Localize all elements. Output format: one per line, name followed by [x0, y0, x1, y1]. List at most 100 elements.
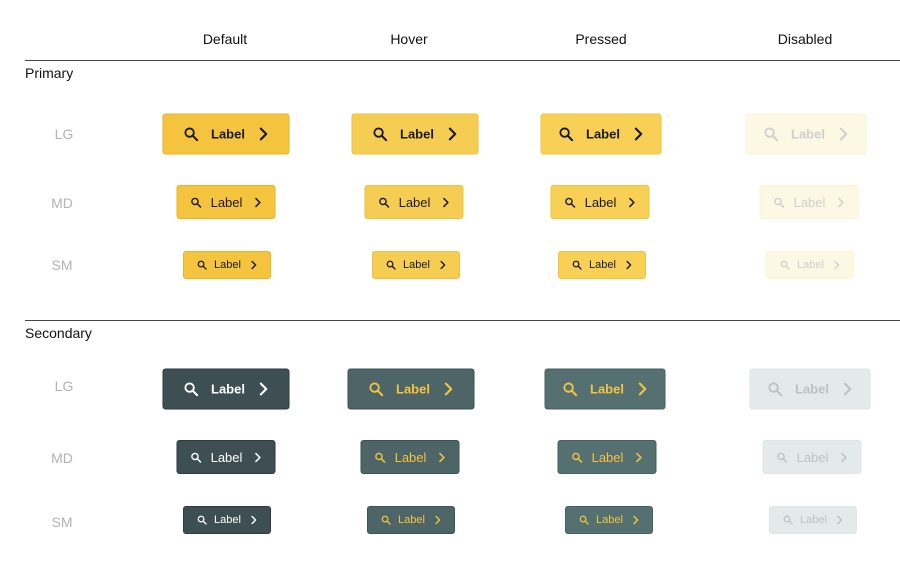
search-icon — [191, 452, 202, 463]
button-label: Label — [210, 194, 243, 210]
secondary-lg-disabled-button: Label — [749, 368, 871, 410]
button-label: Label — [210, 449, 243, 465]
chevron-right-icon — [443, 382, 454, 397]
primary-md-hover-button[interactable]: Label — [364, 185, 464, 219]
primary-lg-default-button[interactable]: Label — [162, 113, 290, 155]
chevron-right-icon — [434, 515, 441, 525]
secondary-md-hover-button[interactable]: Label — [360, 440, 460, 474]
column-header-disabled: Disabled — [777, 31, 833, 47]
chevron-right-icon — [839, 452, 847, 463]
button-label: Label — [800, 514, 827, 526]
button-label: Label — [797, 259, 824, 271]
primary-sm-default-button[interactable]: Label — [183, 251, 271, 279]
chevron-right-icon — [637, 382, 648, 397]
column-header-hover: Hover — [390, 31, 428, 47]
chevron-right-icon — [836, 515, 843, 525]
button-label: Label — [396, 381, 430, 397]
chevron-right-icon — [439, 260, 446, 270]
secondary-sm-default-button[interactable]: Label — [183, 506, 271, 534]
chevron-right-icon — [250, 515, 257, 525]
search-icon — [572, 260, 582, 270]
search-icon — [183, 127, 198, 142]
chevron-right-icon — [625, 260, 632, 270]
header-divider — [25, 60, 900, 61]
chevron-right-icon — [250, 260, 257, 270]
secondary-sm-hover-button[interactable]: Label — [367, 506, 455, 534]
button-label: Label — [591, 449, 624, 465]
button-label: Label — [214, 514, 241, 526]
primary-lg-disabled-button: Label — [745, 113, 867, 155]
primary-lg-hover-button[interactable]: Label — [351, 113, 479, 155]
primary-md-default-button[interactable]: Label — [176, 185, 276, 219]
button-label: Label — [211, 126, 245, 142]
chevron-right-icon — [838, 127, 849, 142]
search-icon — [381, 515, 391, 525]
search-icon — [774, 197, 785, 208]
search-icon — [372, 127, 387, 142]
section-divider — [25, 320, 900, 321]
size-label-lg: LG — [54, 378, 74, 394]
search-icon — [368, 382, 383, 397]
search-icon — [197, 260, 207, 270]
button-label: Label — [793, 194, 826, 210]
chevron-right-icon — [258, 382, 269, 397]
chevron-right-icon — [253, 197, 261, 208]
button-label: Label — [589, 259, 616, 271]
chevron-right-icon — [842, 382, 853, 397]
search-icon — [191, 197, 202, 208]
primary-md-pressed-button[interactable]: Label — [550, 185, 650, 219]
search-icon — [565, 197, 576, 208]
button-label: Label — [584, 194, 617, 210]
button-label: Label — [596, 514, 623, 526]
primary-sm-hover-button[interactable]: Label — [372, 251, 460, 279]
button-label: Label — [590, 381, 624, 397]
search-icon — [197, 515, 207, 525]
chevron-right-icon — [833, 260, 840, 270]
secondary-lg-pressed-button[interactable]: Label — [544, 368, 666, 410]
search-icon — [579, 515, 589, 525]
column-header-pressed: Pressed — [575, 31, 627, 47]
chevron-right-icon — [258, 127, 269, 142]
search-icon — [183, 382, 198, 397]
chevron-right-icon — [437, 452, 445, 463]
search-icon — [558, 127, 573, 142]
button-label: Label — [796, 449, 829, 465]
primary-sm-pressed-button[interactable]: Label — [558, 251, 646, 279]
button-label: Label — [403, 259, 430, 271]
secondary-sm-pressed-button[interactable]: Label — [565, 506, 653, 534]
primary-md-disabled-button: Label — [759, 185, 859, 219]
button-label: Label — [586, 126, 620, 142]
section-title-primary: Primary — [25, 65, 74, 81]
search-icon — [562, 382, 577, 397]
search-icon — [572, 452, 583, 463]
secondary-md-default-button[interactable]: Label — [176, 440, 276, 474]
column-header-default: Default — [202, 31, 248, 47]
secondary-sm-disabled-button: Label — [769, 506, 857, 534]
chevron-right-icon — [634, 452, 642, 463]
chevron-right-icon — [627, 197, 635, 208]
secondary-md-disabled-button: Label — [762, 440, 862, 474]
button-label: Label — [400, 126, 434, 142]
search-icon — [386, 260, 396, 270]
section-title-secondary: Secondary — [25, 325, 92, 341]
search-icon — [783, 515, 793, 525]
chevron-right-icon — [447, 127, 458, 142]
button-label: Label — [211, 381, 245, 397]
primary-lg-pressed-button[interactable]: Label — [540, 113, 662, 155]
button-label: Label — [394, 449, 427, 465]
button-label: Label — [398, 194, 431, 210]
search-icon — [375, 452, 386, 463]
secondary-lg-hover-button[interactable]: Label — [347, 368, 475, 410]
size-label-lg: LG — [54, 126, 74, 142]
secondary-lg-default-button[interactable]: Label — [162, 368, 290, 410]
search-icon — [767, 382, 782, 397]
search-icon — [763, 127, 778, 142]
button-label: Label — [214, 259, 241, 271]
chevron-right-icon — [441, 197, 449, 208]
chevron-right-icon — [633, 127, 644, 142]
secondary-md-pressed-button[interactable]: Label — [557, 440, 657, 474]
primary-sm-disabled-button: Label — [766, 251, 854, 279]
chevron-right-icon — [253, 452, 261, 463]
size-label-md: MD — [51, 195, 73, 211]
size-label-sm: SM — [51, 514, 73, 530]
